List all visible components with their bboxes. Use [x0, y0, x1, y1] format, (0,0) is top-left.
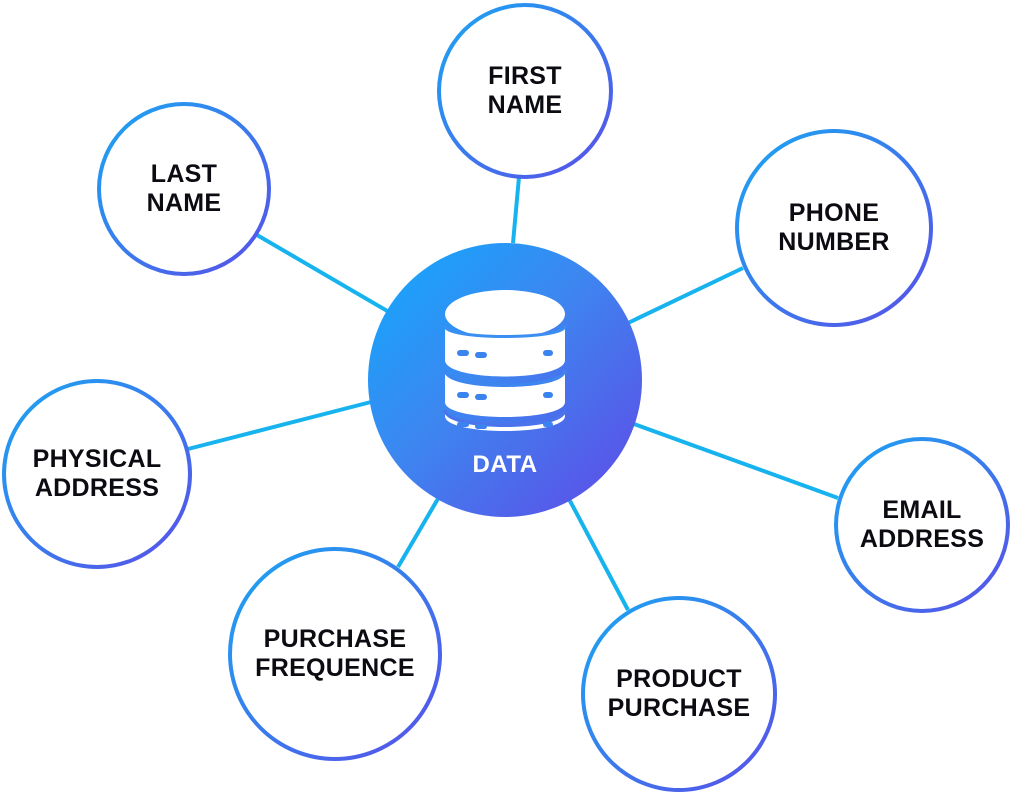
node-label: LAST NAME	[146, 160, 222, 217]
node-label: PHONE NUMBER	[778, 199, 890, 256]
connector-phone-number	[627, 266, 744, 325]
node-email-address: EMAIL ADDRESS	[834, 437, 1010, 613]
connector-last-name	[255, 233, 391, 314]
node-purchase-frequence: PURCHASE FREQUENCE	[228, 547, 442, 761]
node-physical-address: PHYSICAL ADDRESS	[2, 379, 192, 569]
node-last-name: LAST NAME	[97, 102, 271, 276]
connector-product-purchase	[567, 498, 630, 611]
node-label: PHYSICAL ADDRESS	[32, 445, 162, 502]
node-label: FIRST NAME	[487, 62, 563, 119]
center-label: DATA	[472, 451, 538, 478]
node-label: EMAIL ADDRESS	[859, 496, 985, 553]
node-product-purchase: PRODUCT PURCHASE	[581, 596, 777, 792]
connector-physical-address	[187, 400, 372, 451]
node-phone-number: PHONE NUMBER	[735, 129, 933, 327]
node-label: PURCHASE FREQUENCE	[255, 625, 415, 682]
data-hub: DATA	[368, 243, 642, 517]
connector-first-name	[511, 176, 521, 244]
node-first-name: FIRST NAME	[437, 3, 613, 179]
connector-email-address	[633, 422, 839, 500]
node-label: PRODUCT PURCHASE	[607, 665, 751, 722]
connector-purchase-frequence	[396, 495, 441, 569]
database-icon	[443, 290, 567, 431]
